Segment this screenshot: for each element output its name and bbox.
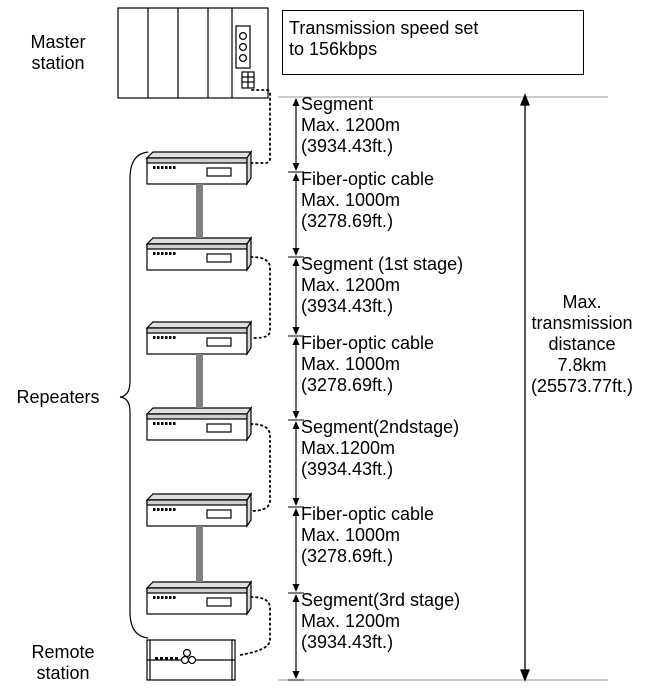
- section-arrowhead: [292, 248, 300, 256]
- speed-note-line: to 156kbps: [289, 39, 378, 59]
- repeaters-label-text: Repeaters: [16, 387, 100, 407]
- section-label-line: (3278.69ft.): [301, 546, 394, 566]
- section-label-line: Segment(2ndstage): [301, 417, 460, 437]
- section-label-line: Fiber-optic cable: [301, 333, 435, 353]
- section-arrowhead: [292, 258, 300, 266]
- total-distance-label: Max. transmission distance 7.8km (25573.…: [502, 292, 662, 397]
- segment-link: [250, 256, 271, 339]
- section-label: Segment(3rd stage)Max. 1200m(3934.43ft.): [301, 590, 460, 653]
- section-label-line: Max. 1000m: [301, 525, 401, 545]
- section-arrowhead: [292, 327, 300, 335]
- section-label-line: (3934.43ft.): [301, 296, 394, 316]
- section-label: Segment(2ndstage)Max.1200m(3934.43ft.): [301, 417, 459, 480]
- repeater-icon: [145, 580, 253, 616]
- segment-link: [250, 423, 271, 512]
- fiber-optic-cable: [196, 354, 203, 408]
- section-label-line: Segment (1st stage): [301, 254, 464, 274]
- speed-callout: [282, 10, 584, 75]
- section-label-line: Max. 1200m: [301, 115, 401, 135]
- section-label-line: (3278.69ft.): [301, 375, 394, 395]
- remote-label-line: Remote: [31, 642, 95, 662]
- segment-link: [239, 596, 271, 656]
- network-diagram: Master station Transmission speed set to…: [2, 7, 633, 684]
- section-label-line: Max.1200m: [301, 438, 396, 458]
- remote-station-icon: [146, 639, 236, 681]
- section-arrowhead: [292, 411, 300, 419]
- repeaters-label: Repeaters: [2, 387, 114, 408]
- diagram-artwork: [117, 7, 608, 682]
- section-arrowhead: [292, 421, 300, 429]
- section-arrowhead: [292, 163, 300, 171]
- section-label-line: (3934.43ft.): [301, 459, 394, 479]
- remote-label-line: station: [36, 663, 90, 683]
- section-arrowhead: [292, 98, 300, 106]
- fiber-optic-cable: [196, 526, 203, 582]
- speed-callout-text: Transmission speed set to 156kbps: [289, 18, 478, 60]
- section-label-line: Max. 1000m: [301, 354, 401, 374]
- repeaters-brace: [119, 151, 149, 639]
- total-line: 7.8km: [557, 355, 607, 375]
- repeater-icon: [145, 150, 253, 186]
- section-label-line: (3934.43ft.): [301, 632, 394, 652]
- master-label-line: station: [31, 53, 85, 73]
- fiber-optic-cable: [196, 184, 203, 238]
- segment-link: [250, 89, 271, 164]
- total-line: transmission: [531, 313, 633, 333]
- master-station-icon: [117, 7, 269, 99]
- remote-station-label: Remote station: [18, 642, 108, 684]
- section-label-line: Segment(3rd stage): [301, 590, 461, 610]
- section-label-line: Max. 1200m: [301, 275, 401, 295]
- section-arrowhead: [292, 584, 300, 592]
- total-line: distance: [548, 334, 616, 354]
- section-arrowhead: [292, 173, 300, 181]
- master-label-line: Master: [30, 32, 86, 52]
- speed-note-line: Transmission speed set: [289, 18, 479, 38]
- master-station-label: Master station: [18, 32, 98, 74]
- section-label-line: Fiber-optic cable: [301, 504, 435, 524]
- section-arrowhead: [292, 337, 300, 345]
- section-label-line: (3934.43ft.): [301, 136, 394, 156]
- section-label-line: Max. 1200m: [301, 611, 401, 631]
- repeater-icon: [145, 406, 253, 442]
- total-line: Max.: [562, 292, 602, 312]
- section-label-line: Max. 1000m: [301, 190, 401, 210]
- section-arrowhead: [292, 498, 300, 506]
- repeater-icon: [145, 236, 253, 272]
- section-label-line: Fiber-optic cable: [301, 169, 435, 189]
- total-distance-arrow: [520, 93, 530, 682]
- section-label: Segment (1st stage)Max. 1200m(3934.43ft.…: [301, 254, 463, 317]
- section-arrowhead: [292, 508, 300, 516]
- section-label-line: (3278.69ft.): [301, 211, 394, 231]
- section-arrowhead: [292, 594, 300, 602]
- repeater-icon: [145, 492, 253, 528]
- section-label-line: Segment: [301, 94, 374, 114]
- repeater-icon: [145, 320, 253, 356]
- total-line: (25573.77ft.): [530, 376, 634, 396]
- section-arrowhead: [292, 671, 300, 679]
